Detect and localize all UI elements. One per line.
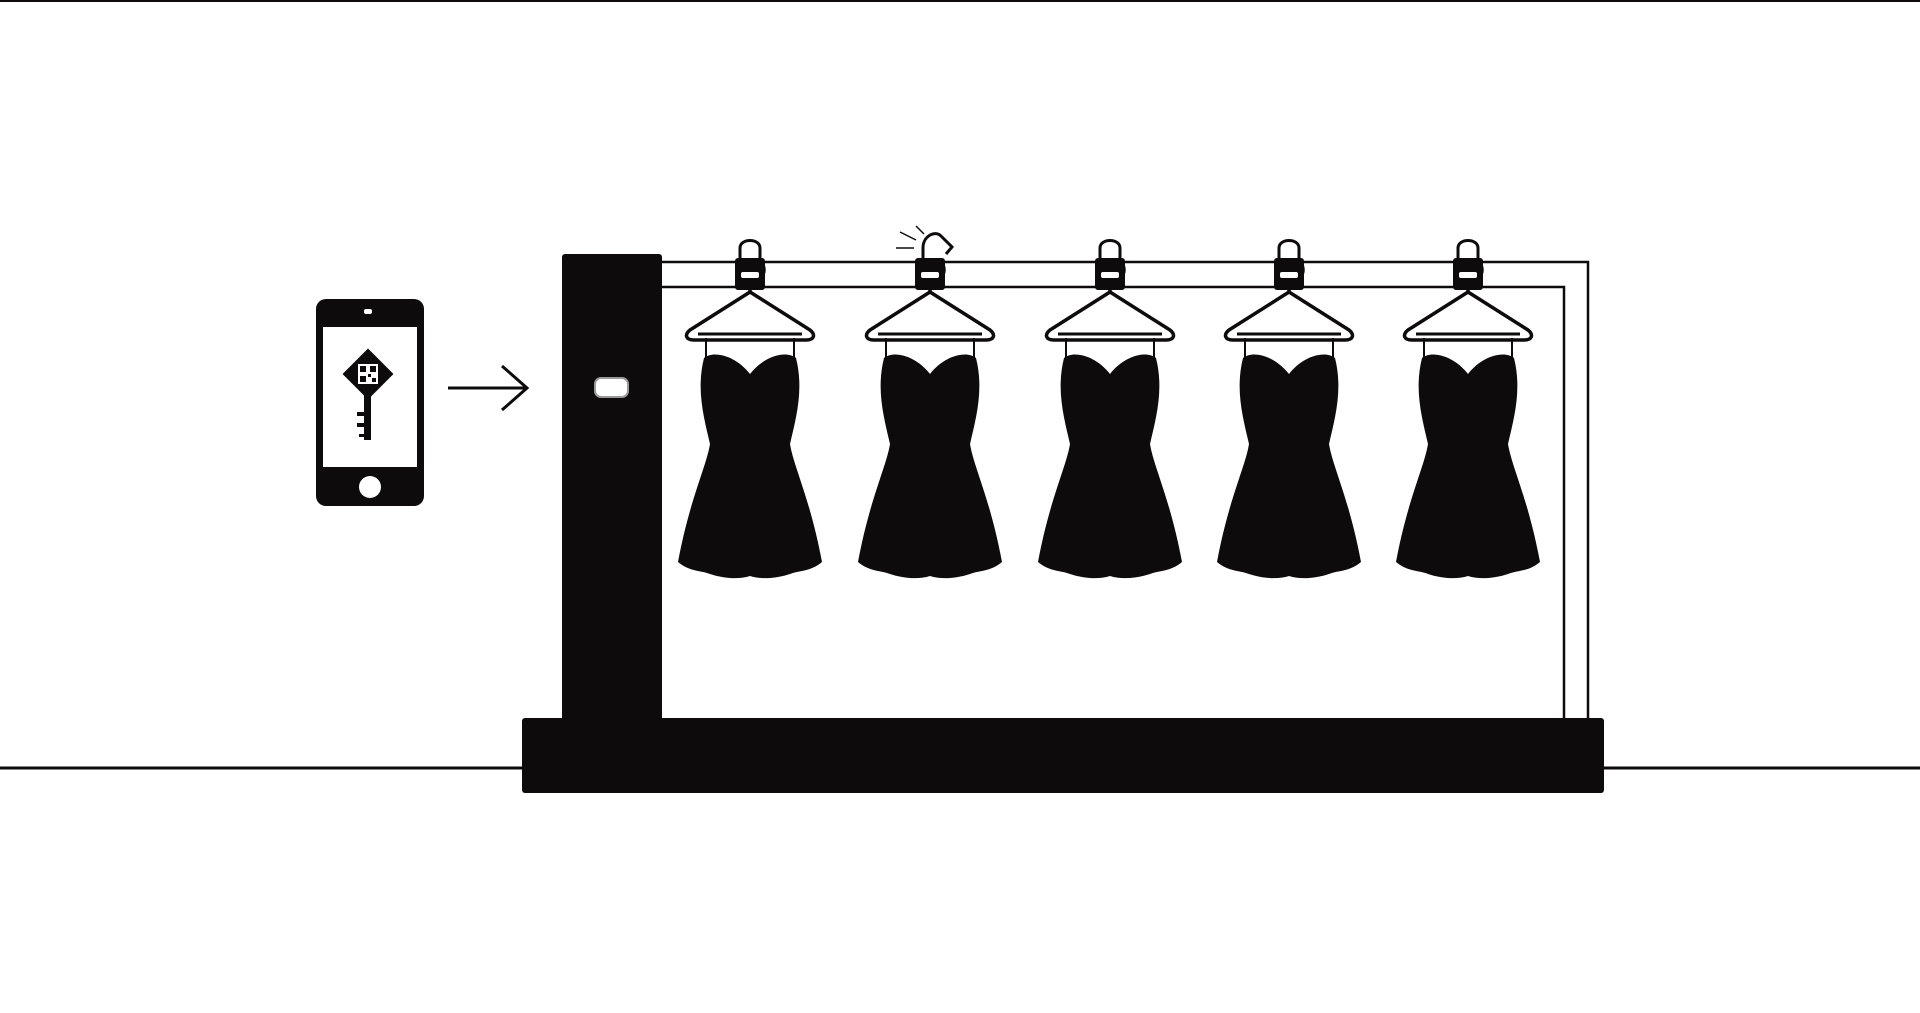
nfc-reader-slot [594, 377, 629, 398]
dress-on-hanger [1036, 259, 1184, 580]
unlocked-padlock-icon [896, 225, 955, 290]
padlock-icon [1453, 239, 1483, 290]
unlock-spark-line [915, 225, 925, 235]
dress-1 [676, 239, 824, 580]
dress-on-hanger [1215, 259, 1363, 580]
clothing-rack [522, 254, 1604, 793]
phone-speaker [364, 309, 372, 314]
rack-base [522, 718, 1604, 793]
dress-on-hanger [1394, 259, 1542, 580]
padlock-icon [1274, 239, 1304, 290]
dress-3 [1036, 239, 1184, 580]
padlock-icon [735, 239, 765, 290]
dress-5 [1394, 239, 1542, 580]
dress-on-hanger [856, 259, 1004, 580]
rack-post [562, 254, 662, 724]
padlock-icon [1095, 239, 1125, 290]
dress-2 [856, 225, 1004, 580]
phone-home-button [359, 476, 381, 498]
dress-4 [1215, 239, 1363, 580]
smartphone [316, 299, 424, 506]
dresses [676, 225, 1542, 580]
unlock-spark-line [899, 231, 917, 241]
dress-on-hanger [676, 259, 824, 580]
arrow-right-icon [448, 364, 530, 412]
